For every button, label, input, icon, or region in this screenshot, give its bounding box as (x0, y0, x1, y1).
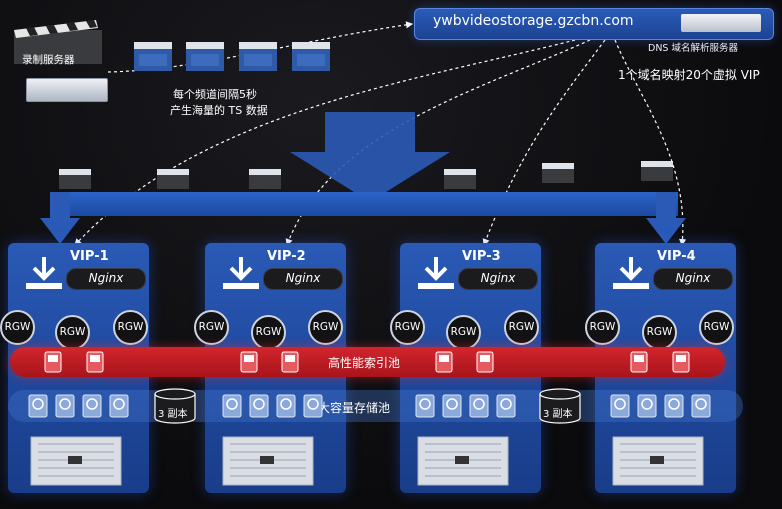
clapperboard-icon (134, 42, 172, 71)
vip-title: VIP-4 (657, 249, 696, 264)
rgw-node: RGW (308, 310, 343, 345)
rgw-node: RGW (642, 315, 677, 350)
rgw-node: RGW (585, 310, 620, 345)
nginx-label: Nginx (480, 271, 516, 285)
hdd-icon (637, 394, 657, 418)
recorder-server-icon (26, 78, 108, 102)
server-icon (222, 436, 314, 486)
download-icon (223, 257, 259, 289)
rgw-node: RGW (699, 310, 734, 345)
nginx-label: Nginx (285, 271, 321, 285)
server-icon (30, 436, 122, 486)
nginx-label: Nginx (88, 271, 124, 285)
rgw-node: RGW (390, 310, 425, 345)
rgw-node: RGW (251, 315, 286, 350)
nginx-label: Nginx (675, 271, 711, 285)
download-icon (26, 257, 62, 289)
hdd-icon (442, 394, 462, 418)
nginx-pill: Nginx (66, 268, 146, 290)
clapperboard-icon (444, 169, 476, 189)
index-pool-label: 高性能索引池 (328, 356, 401, 370)
hdd-icon (249, 394, 269, 418)
hdd-icon (28, 394, 48, 418)
hdd-icon (82, 394, 102, 418)
index-pool-bar (10, 347, 725, 377)
database-icon (154, 388, 196, 424)
hdd-icon (496, 394, 516, 418)
vip-title: VIP-3 (462, 249, 501, 264)
rgw-node: RGW (0, 310, 35, 345)
dns-to-vip4-link (614, 39, 687, 247)
distribution-flow-bar (50, 192, 678, 216)
ssd-icon (672, 351, 690, 373)
replica-label: 3 副本 (543, 409, 573, 420)
clapperboard-icon (249, 169, 281, 189)
rgw-node: RGW (504, 310, 539, 345)
rgw-node: RGW (55, 315, 90, 350)
clapperboard-icon (641, 161, 673, 181)
clapperboard-icon (292, 42, 330, 71)
vip-title: VIP-1 (70, 249, 109, 264)
hdd-icon (55, 394, 75, 418)
hdd-icon (664, 394, 684, 418)
ts-note-line-1: 每个频道间隔5秒 (173, 88, 257, 101)
rgw-node: RGW (113, 310, 148, 345)
dns-server-icon (681, 14, 761, 32)
clapperboard-icon (14, 20, 102, 64)
ssd-icon (630, 351, 648, 373)
rgw-node: RGW (446, 315, 481, 350)
hdd-icon (276, 394, 296, 418)
nginx-pill: Nginx (263, 268, 343, 290)
ssd-icon (281, 351, 299, 373)
download-icon (613, 257, 649, 289)
download-icon (418, 257, 454, 289)
ssd-icon (240, 351, 258, 373)
ssd-icon (476, 351, 494, 373)
dns-server-label: DNS 域名解析服务器 (648, 43, 738, 54)
nginx-pill: Nginx (458, 268, 538, 290)
ssd-icon (86, 351, 104, 373)
hdd-icon (109, 394, 129, 418)
clapperboard-icon (157, 169, 189, 189)
hdd-icon (610, 394, 630, 418)
nginx-pill: Nginx (653, 268, 733, 290)
clapperboard-icon (239, 42, 277, 71)
ssd-icon (435, 351, 453, 373)
server-icon (417, 436, 509, 486)
hdd-icon (469, 394, 489, 418)
down-arrow-icon (40, 192, 80, 244)
vip-title: VIP-2 (267, 249, 306, 264)
dns-domain-text: ywbvideostorage.gzcbn.com (433, 13, 634, 29)
down-arrow-icon (646, 192, 686, 244)
rgw-node: RGW (194, 310, 229, 345)
ts-note-line-2: 产生海量的 TS 数据 (170, 104, 268, 117)
server-icon (612, 436, 704, 486)
hdd-icon (415, 394, 435, 418)
clapperboard-icon (186, 42, 224, 71)
hdd-icon (691, 394, 711, 418)
dns-description: 1个域名映射20个虚拟 VIP (618, 68, 760, 82)
dns-domain-bar: ywbvideostorage.gzcbn.com (414, 8, 774, 40)
recorder-label: 录制服务器 (22, 54, 75, 66)
hdd-icon (222, 394, 242, 418)
database-icon (539, 388, 581, 424)
hdd-icon (303, 394, 323, 418)
clapperboard-icon (542, 163, 574, 183)
clapperboard-icon (59, 169, 91, 189)
dns-to-vip3-link (482, 39, 606, 247)
down-arrow-icon (290, 112, 450, 202)
storage-pool-label: 大容量存储池 (318, 401, 391, 415)
replica-label: 3 副本 (158, 409, 188, 420)
ssd-icon (44, 351, 62, 373)
